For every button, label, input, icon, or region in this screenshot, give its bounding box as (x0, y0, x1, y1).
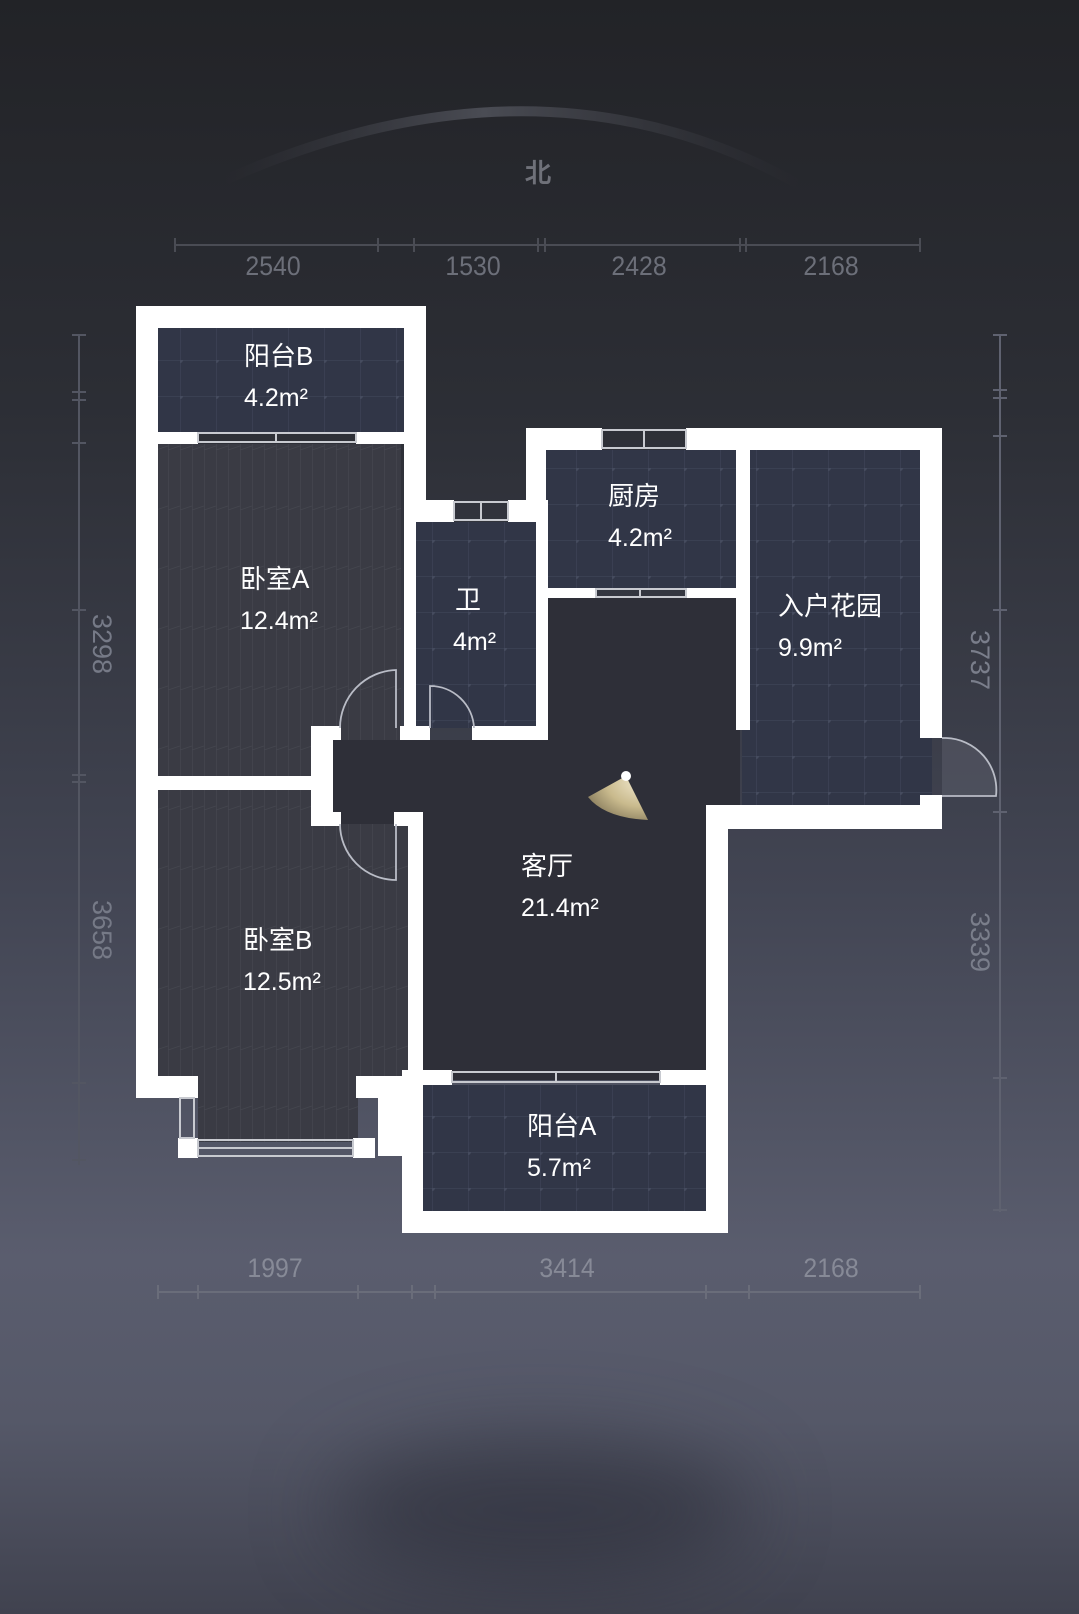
left-dimension-line (72, 334, 86, 1165)
door-bedroom-b (339, 823, 397, 881)
floor-bathroom (416, 522, 536, 728)
north-arc-icon (220, 106, 805, 190)
floor-balcony-b (158, 328, 404, 432)
dim-left-1: 3298 (87, 614, 117, 675)
floor-shadow (330, 1440, 750, 1580)
door-bathroom (429, 685, 475, 729)
viewpoint-cone-icon (588, 771, 648, 820)
room-area-balcony-a: 5.7m² (527, 1154, 591, 1182)
dim-top-2: 1530 (445, 251, 501, 281)
dim-top-1: 2540 (245, 251, 301, 281)
floor-living-room (332, 598, 740, 1080)
dim-bottom-3: 2168 (803, 1253, 859, 1283)
floor-entry-garden-lower (742, 730, 932, 805)
room-name-balcony-a: 阳台A (527, 1111, 597, 1141)
doors (339, 669, 998, 881)
dim-bottom-1: 1997 (247, 1253, 303, 1283)
floor-bedroom-b-bay (198, 1082, 358, 1142)
walls (136, 306, 942, 1233)
bottom-dimension-line (157, 1285, 921, 1299)
room-name-bedroom-a: 卧室A (240, 564, 310, 594)
room-area-bedroom-b: 12.5m² (243, 968, 321, 996)
room-name-kitchen: 厨房 (608, 481, 661, 511)
floor-bedroom-a (158, 444, 401, 776)
door-entry (942, 737, 998, 797)
dim-right-2: 3339 (965, 912, 995, 973)
dim-top-3: 2428 (611, 251, 667, 281)
room-area-entry-garden: 9.9m² (778, 634, 842, 662)
floor-balcony-a (423, 1085, 706, 1211)
room-area-bathroom: 4m² (453, 628, 497, 656)
room-name-bedroom-b: 卧室B (243, 925, 313, 955)
windows (179, 429, 687, 1157)
room-area-living-room: 21.4m² (521, 894, 599, 922)
room-name-living-room: 客厅 (521, 851, 574, 881)
dim-top-4: 2168 (803, 251, 859, 281)
right-dimension-line (993, 334, 1007, 1212)
room-name-entry-garden: 入户花园 (778, 591, 883, 621)
dim-bottom-2: 3414 (539, 1253, 595, 1283)
room-area-balcony-b: 4.2m² (244, 384, 308, 412)
room-area-kitchen: 4.2m² (608, 524, 672, 552)
dim-left-2: 3658 (87, 900, 117, 961)
room-name-bathroom: 卫 (455, 585, 482, 615)
door-bedroom-a (339, 669, 397, 729)
north-label: 北 (525, 158, 552, 188)
top-dimension-line (174, 238, 921, 252)
floor-kitchen (546, 450, 736, 588)
floor-bedroom-b (158, 790, 411, 1082)
dim-right-1: 3737 (965, 630, 995, 691)
room-name-balcony-b: 阳台B (244, 341, 314, 371)
room-area-bedroom-a: 12.4m² (240, 607, 318, 635)
